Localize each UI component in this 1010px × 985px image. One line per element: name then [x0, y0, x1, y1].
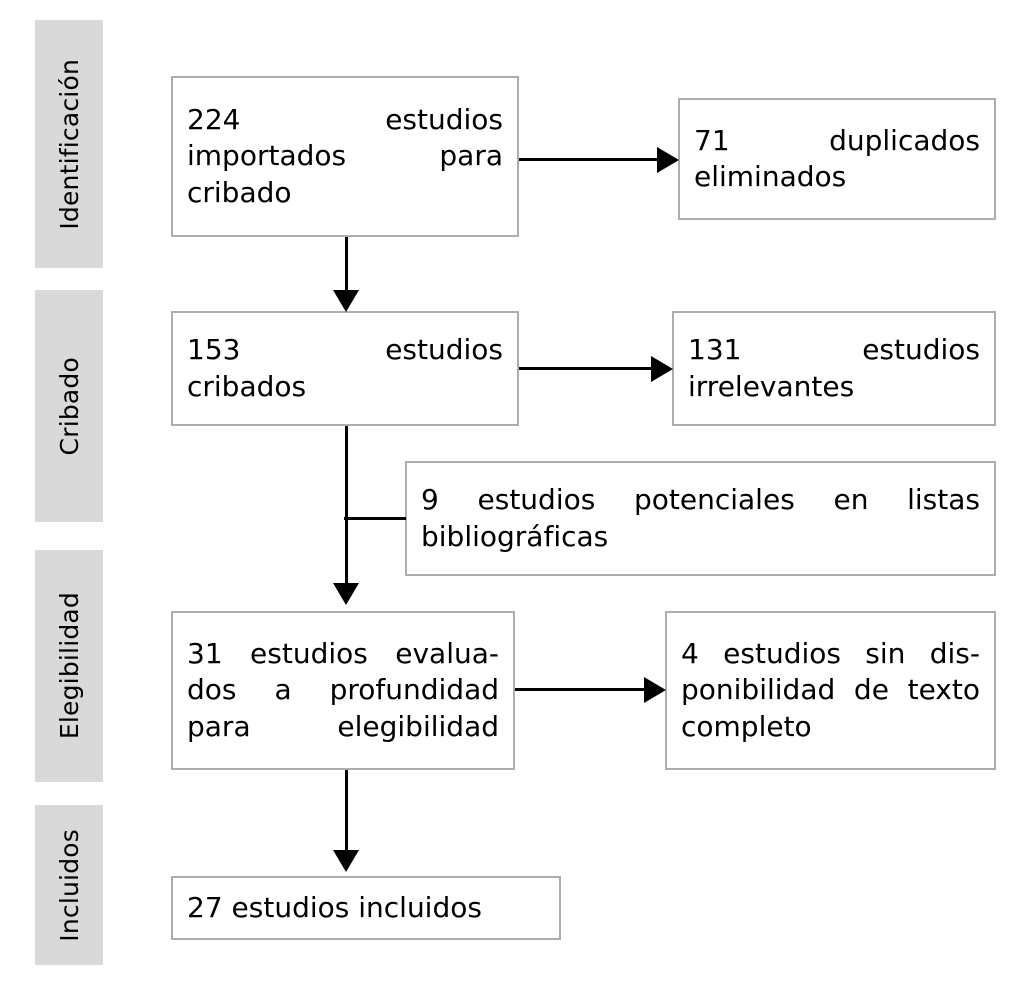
- arrowhead-screened-to-irrelevant: [651, 355, 673, 382]
- box-imported-for-screening-text: 224 estudios importados para cribado: [173, 102, 517, 211]
- connector-screened-to-irrelevant: [519, 367, 653, 370]
- box-line: ponibilidad de texto: [681, 673, 980, 707]
- box-irrelevant-studies: 131 estudios irrelevantes: [672, 311, 996, 426]
- stage-label-cribado: Cribado: [54, 356, 84, 456]
- box-line: cribados: [187, 369, 307, 403]
- box-line: 4 estudios sin dis-: [681, 636, 980, 670]
- box-assessed-for-eligibility-text: 31 estudios evalua- dos a profundidad pa…: [173, 636, 513, 745]
- arrowhead-imported-to-screened: [333, 290, 359, 312]
- box-studies-included-text: 27 estudios incluidos: [173, 890, 559, 926]
- box-irrelevant-studies-text: 131 estudios irrelevantes: [674, 332, 994, 405]
- box-line: 224 estudios: [187, 102, 503, 136]
- box-imported-for-screening: 224 estudios importados para cribado: [171, 76, 519, 237]
- stage-bar-cribado: Cribado: [35, 290, 103, 522]
- arrowhead-imported-to-duplicates: [657, 146, 679, 173]
- box-line: dos a profundidad: [187, 673, 499, 707]
- box-no-full-text-availability-text: 4 estudios sin dis- ponibilidad de texto…: [667, 636, 994, 745]
- stage-label-elegibilidad: Elegibilidad: [54, 592, 84, 740]
- box-line: 153 estudios: [187, 333, 503, 367]
- box-potential-studies-reference-lists: 9 estudios potenciales en listas bibliog…: [405, 461, 996, 576]
- box-line: 9 estudios potenciales en listas: [421, 483, 980, 517]
- box-line: 131 estudios: [688, 333, 980, 367]
- box-line: cribado: [187, 175, 292, 209]
- box-line: importados para: [187, 139, 503, 173]
- arrowhead-assessed-to-no-fulltext: [644, 676, 666, 703]
- box-studies-screened-text: 153 estudios cribados: [173, 332, 517, 405]
- connector-imported-to-duplicates: [519, 158, 659, 161]
- connector-screened-to-assessed: [344, 426, 348, 586]
- arrowhead-assessed-to-included: [333, 850, 359, 872]
- box-line: bibliográficas: [421, 519, 609, 553]
- stage-label-identificacion: Identificación: [54, 58, 84, 230]
- box-line: 27 estudios incluidos: [187, 890, 482, 924]
- box-studies-included: 27 estudios incluidos: [171, 876, 561, 940]
- box-line: irrelevantes: [688, 369, 855, 403]
- box-potential-studies-reference-lists-text: 9 estudios potenciales en listas bibliog…: [407, 482, 994, 555]
- box-assessed-for-eligibility: 31 estudios evalua- dos a profundidad pa…: [171, 611, 515, 770]
- connector-citation-search-join: [344, 517, 406, 520]
- stage-bar-incluidos: Incluidos: [35, 805, 103, 965]
- stage-bar-elegibilidad: Elegibilidad: [35, 550, 103, 782]
- box-line: 31 estudios evalua-: [187, 636, 499, 670]
- box-line: completo: [681, 709, 812, 743]
- connector-assessed-to-no-fulltext: [515, 688, 646, 691]
- connector-imported-to-screened: [344, 237, 348, 293]
- connector-assessed-to-included: [344, 770, 348, 853]
- stage-label-incluidos: Incluidos: [54, 828, 84, 942]
- stage-bar-identificacion: Identificación: [35, 20, 103, 268]
- box-no-full-text-availability: 4 estudios sin dis- ponibilidad de texto…: [665, 611, 996, 770]
- box-line: para elegibilidad: [187, 709, 499, 743]
- box-duplicates-removed: 71 duplicados eliminados: [678, 98, 996, 220]
- box-line: eliminados: [694, 160, 847, 193]
- box-duplicates-removed-text: 71 duplicados eliminados: [680, 123, 994, 196]
- box-line: 71 duplicados: [694, 123, 980, 157]
- box-studies-screened: 153 estudios cribados: [171, 311, 519, 426]
- arrowhead-screened-to-assessed: [333, 583, 359, 605]
